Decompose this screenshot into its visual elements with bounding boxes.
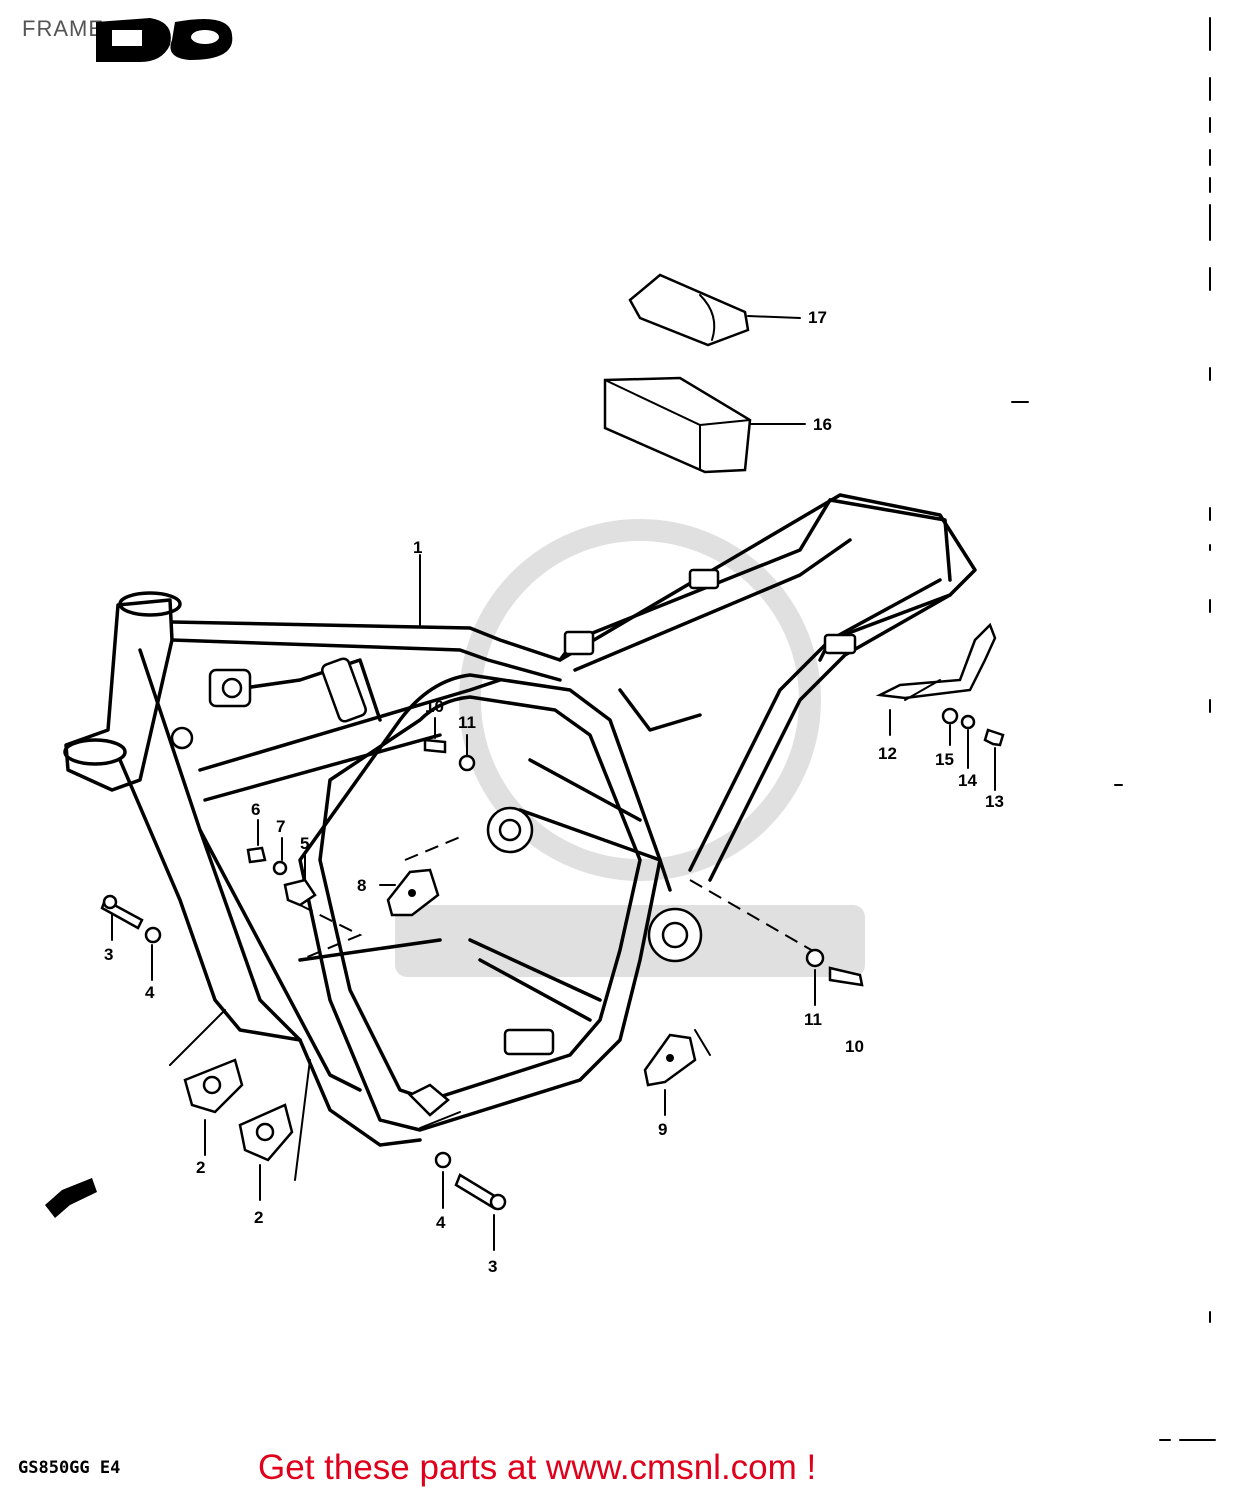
- callout-13: 13: [985, 792, 1004, 811]
- callout-5: 5: [300, 834, 309, 853]
- leader-misc: [419, 1111, 461, 1129]
- callout-3a: 3: [104, 945, 113, 964]
- part-16-box: [603, 376, 806, 474]
- callout-3b: 3: [488, 1257, 497, 1276]
- bolt-10-right: [689, 879, 864, 987]
- callout-6: 6: [251, 800, 260, 819]
- callout-7: 7: [276, 817, 285, 836]
- callout-9: 9: [658, 1120, 667, 1139]
- callout-4a: 4: [145, 983, 155, 1002]
- part-12-stay: [875, 622, 997, 736]
- callout-2a: 2: [196, 1158, 205, 1177]
- nut-11-left: [458, 734, 476, 772]
- callout-14: 14: [958, 771, 977, 790]
- callout-15: 15: [935, 750, 954, 769]
- fasteners-5-7: [246, 819, 363, 961]
- main-frame: [63, 493, 977, 1147]
- callout-8: 8: [357, 876, 366, 895]
- front-arrow-icon: [45, 1178, 97, 1218]
- callout-11b: 11: [804, 1010, 822, 1029]
- model-code: GS850GG E4: [18, 1458, 121, 1478]
- fasteners-3-4-bottom: [434, 1151, 507, 1251]
- callout-4b: 4: [436, 1213, 446, 1232]
- fasteners-13-15: [941, 707, 1005, 791]
- part-2-plate-lower: [238, 1059, 311, 1201]
- fasteners-3-4-left: [100, 894, 162, 981]
- callout-16: 16: [813, 415, 832, 434]
- callout-11a: 11: [458, 713, 476, 732]
- part-17-cover: [628, 273, 801, 347]
- bolt-10-left: [423, 717, 447, 754]
- nut-11-right: [805, 948, 825, 1006]
- callout-12: 12: [878, 744, 897, 763]
- callout-2b: 2: [254, 1208, 263, 1227]
- callout-17: 17: [808, 308, 827, 327]
- part-8-plate: [379, 834, 466, 917]
- part-9-plate: [643, 1029, 711, 1116]
- edge-marks: [1011, 17, 1216, 1441]
- callout-10a: 10: [425, 697, 444, 716]
- cta-link[interactable]: Get these parts at www.cmsnl.com !: [258, 1448, 817, 1487]
- section-number-mark: [96, 18, 233, 62]
- page-label: FRAME: [22, 16, 104, 41]
- callout-10b: 10: [845, 1037, 864, 1056]
- part-2-plate-upper: [169, 1009, 244, 1156]
- callout-1: 1: [413, 538, 422, 557]
